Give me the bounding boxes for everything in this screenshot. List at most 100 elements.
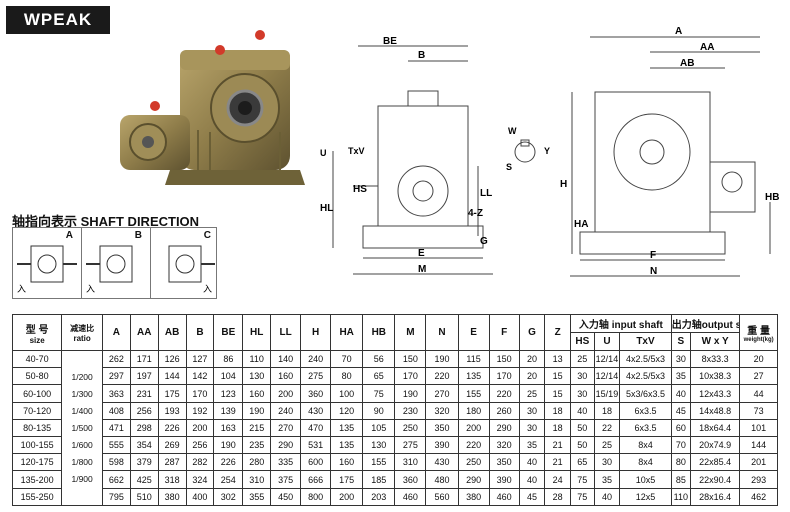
table-cell: 28x16.4 (689, 487, 741, 507)
table-cell: 201 (739, 453, 778, 472)
table-cell: 40 (670, 384, 692, 403)
table-cell: 135 (330, 418, 364, 438)
table-cell: 335 (270, 453, 302, 472)
shaft-letter-c: C (203, 230, 211, 241)
table-cell: 50 (570, 418, 595, 438)
ratio-value: 1/800 (71, 456, 93, 467)
table-cell: 30 (670, 349, 692, 369)
table-cell: 30 (518, 401, 546, 420)
dim-label-hs: HS (353, 184, 367, 195)
table-cell: 297 (101, 367, 131, 386)
shaft-a-diagram: 入 (17, 245, 77, 294)
ratio-value: 1/500 (71, 422, 93, 433)
table-cell: 200 (457, 418, 490, 438)
header-dim: M (394, 314, 427, 351)
header-dim: G (518, 314, 546, 351)
table-cell: 390 (488, 470, 520, 489)
table-cell: 250 (394, 418, 427, 438)
header-s: S (670, 332, 692, 351)
table-cell: 6x3.5 (619, 401, 672, 420)
table-cell: 425 (129, 470, 159, 489)
table-cell: 8x33.3 (689, 349, 741, 369)
table-cell: 460 (394, 487, 427, 507)
table-cell: 24 (544, 470, 572, 489)
table-cell: 256 (129, 401, 159, 420)
size-cell: 40-70 (11, 349, 63, 369)
table-cell: 375 (270, 470, 302, 489)
table-cell: 240 (300, 349, 332, 369)
table-cell: 240 (270, 401, 302, 420)
table-cell: 163 (213, 418, 244, 438)
table-cell: 60 (670, 418, 692, 438)
table-cell: 290 (270, 436, 302, 455)
table-cell: 25 (518, 384, 546, 403)
table-cell: 320 (488, 436, 520, 455)
table-cell: 230 (394, 401, 427, 420)
dim-label-y: Y (544, 146, 550, 156)
table-cell: 430 (425, 453, 459, 472)
dim-label-b: B (418, 50, 425, 61)
table-cell: 50 (570, 436, 595, 455)
table-cell: 127 (185, 349, 215, 369)
table-cell: 8x4 (619, 436, 672, 455)
table-cell: 101 (739, 418, 778, 438)
brand-logo: WPEAK (6, 6, 110, 34)
gearbox-photo (120, 30, 305, 185)
ratio-value: 1/900 (71, 473, 93, 484)
shaft-direction-title: 轴指向表示 SHAFT DIRECTION (12, 214, 200, 229)
table-cell: 139 (213, 401, 244, 420)
table-cell: 666 (300, 470, 332, 489)
table-cell: 120 (330, 401, 364, 420)
table-cell: 15 (544, 367, 572, 386)
table-cell: 160 (270, 367, 302, 386)
table-cell: 200 (330, 487, 364, 507)
header-size-en: size (29, 335, 45, 345)
dim-label-ha: HA (574, 219, 588, 230)
dim-label-w: W (508, 126, 517, 136)
table-cell: 5x3/6x3.5 (619, 384, 672, 403)
table-cell: 470 (300, 418, 332, 438)
table-cell: 170 (488, 367, 520, 386)
table-cell: 140 (270, 349, 302, 369)
table-cell: 190 (242, 401, 272, 420)
table-cell: 10x5 (619, 470, 672, 489)
size-cell: 80-135 (11, 418, 63, 438)
table-cell: 73 (739, 401, 778, 420)
table-cell: 27 (739, 367, 778, 386)
table-cell: 44 (739, 384, 778, 403)
header-output-shaft: 出力轴output shaft (670, 314, 741, 333)
table-cell: 155 (457, 384, 490, 403)
dim-label-n: N (650, 266, 657, 277)
dim-label-a: A (675, 26, 682, 37)
table-cell: 80 (670, 453, 692, 472)
table-cell: 25 (570, 349, 595, 369)
dim-label-be: BE (383, 36, 397, 47)
dim-label-ab: AB (680, 58, 694, 69)
header-dim: AB (157, 314, 187, 351)
table-cell: 200 (185, 418, 215, 438)
table-cell: 190 (425, 349, 459, 369)
table-cell: 25 (593, 436, 621, 455)
header-hs: HS (570, 332, 595, 351)
shaft-direction-c: C 入 (151, 228, 219, 298)
table-cell: 560 (425, 487, 459, 507)
size-cell: 120-175 (11, 453, 63, 472)
table-cell: 275 (300, 367, 332, 386)
table-cell: 104 (213, 367, 244, 386)
table-cell: 20 (739, 349, 778, 369)
table-cell: 250 (457, 453, 490, 472)
table-cell: 130 (362, 436, 396, 455)
dim-label-m: M (418, 264, 426, 275)
table-cell: 662 (101, 470, 131, 489)
table-cell: 298 (129, 418, 159, 438)
size-cell: 100-155 (11, 436, 63, 455)
table-cell: 56 (362, 349, 396, 369)
table-cell: 262 (101, 349, 131, 369)
table-cell: 193 (157, 401, 187, 420)
header-ratio: 减速比 ratio (61, 314, 103, 351)
